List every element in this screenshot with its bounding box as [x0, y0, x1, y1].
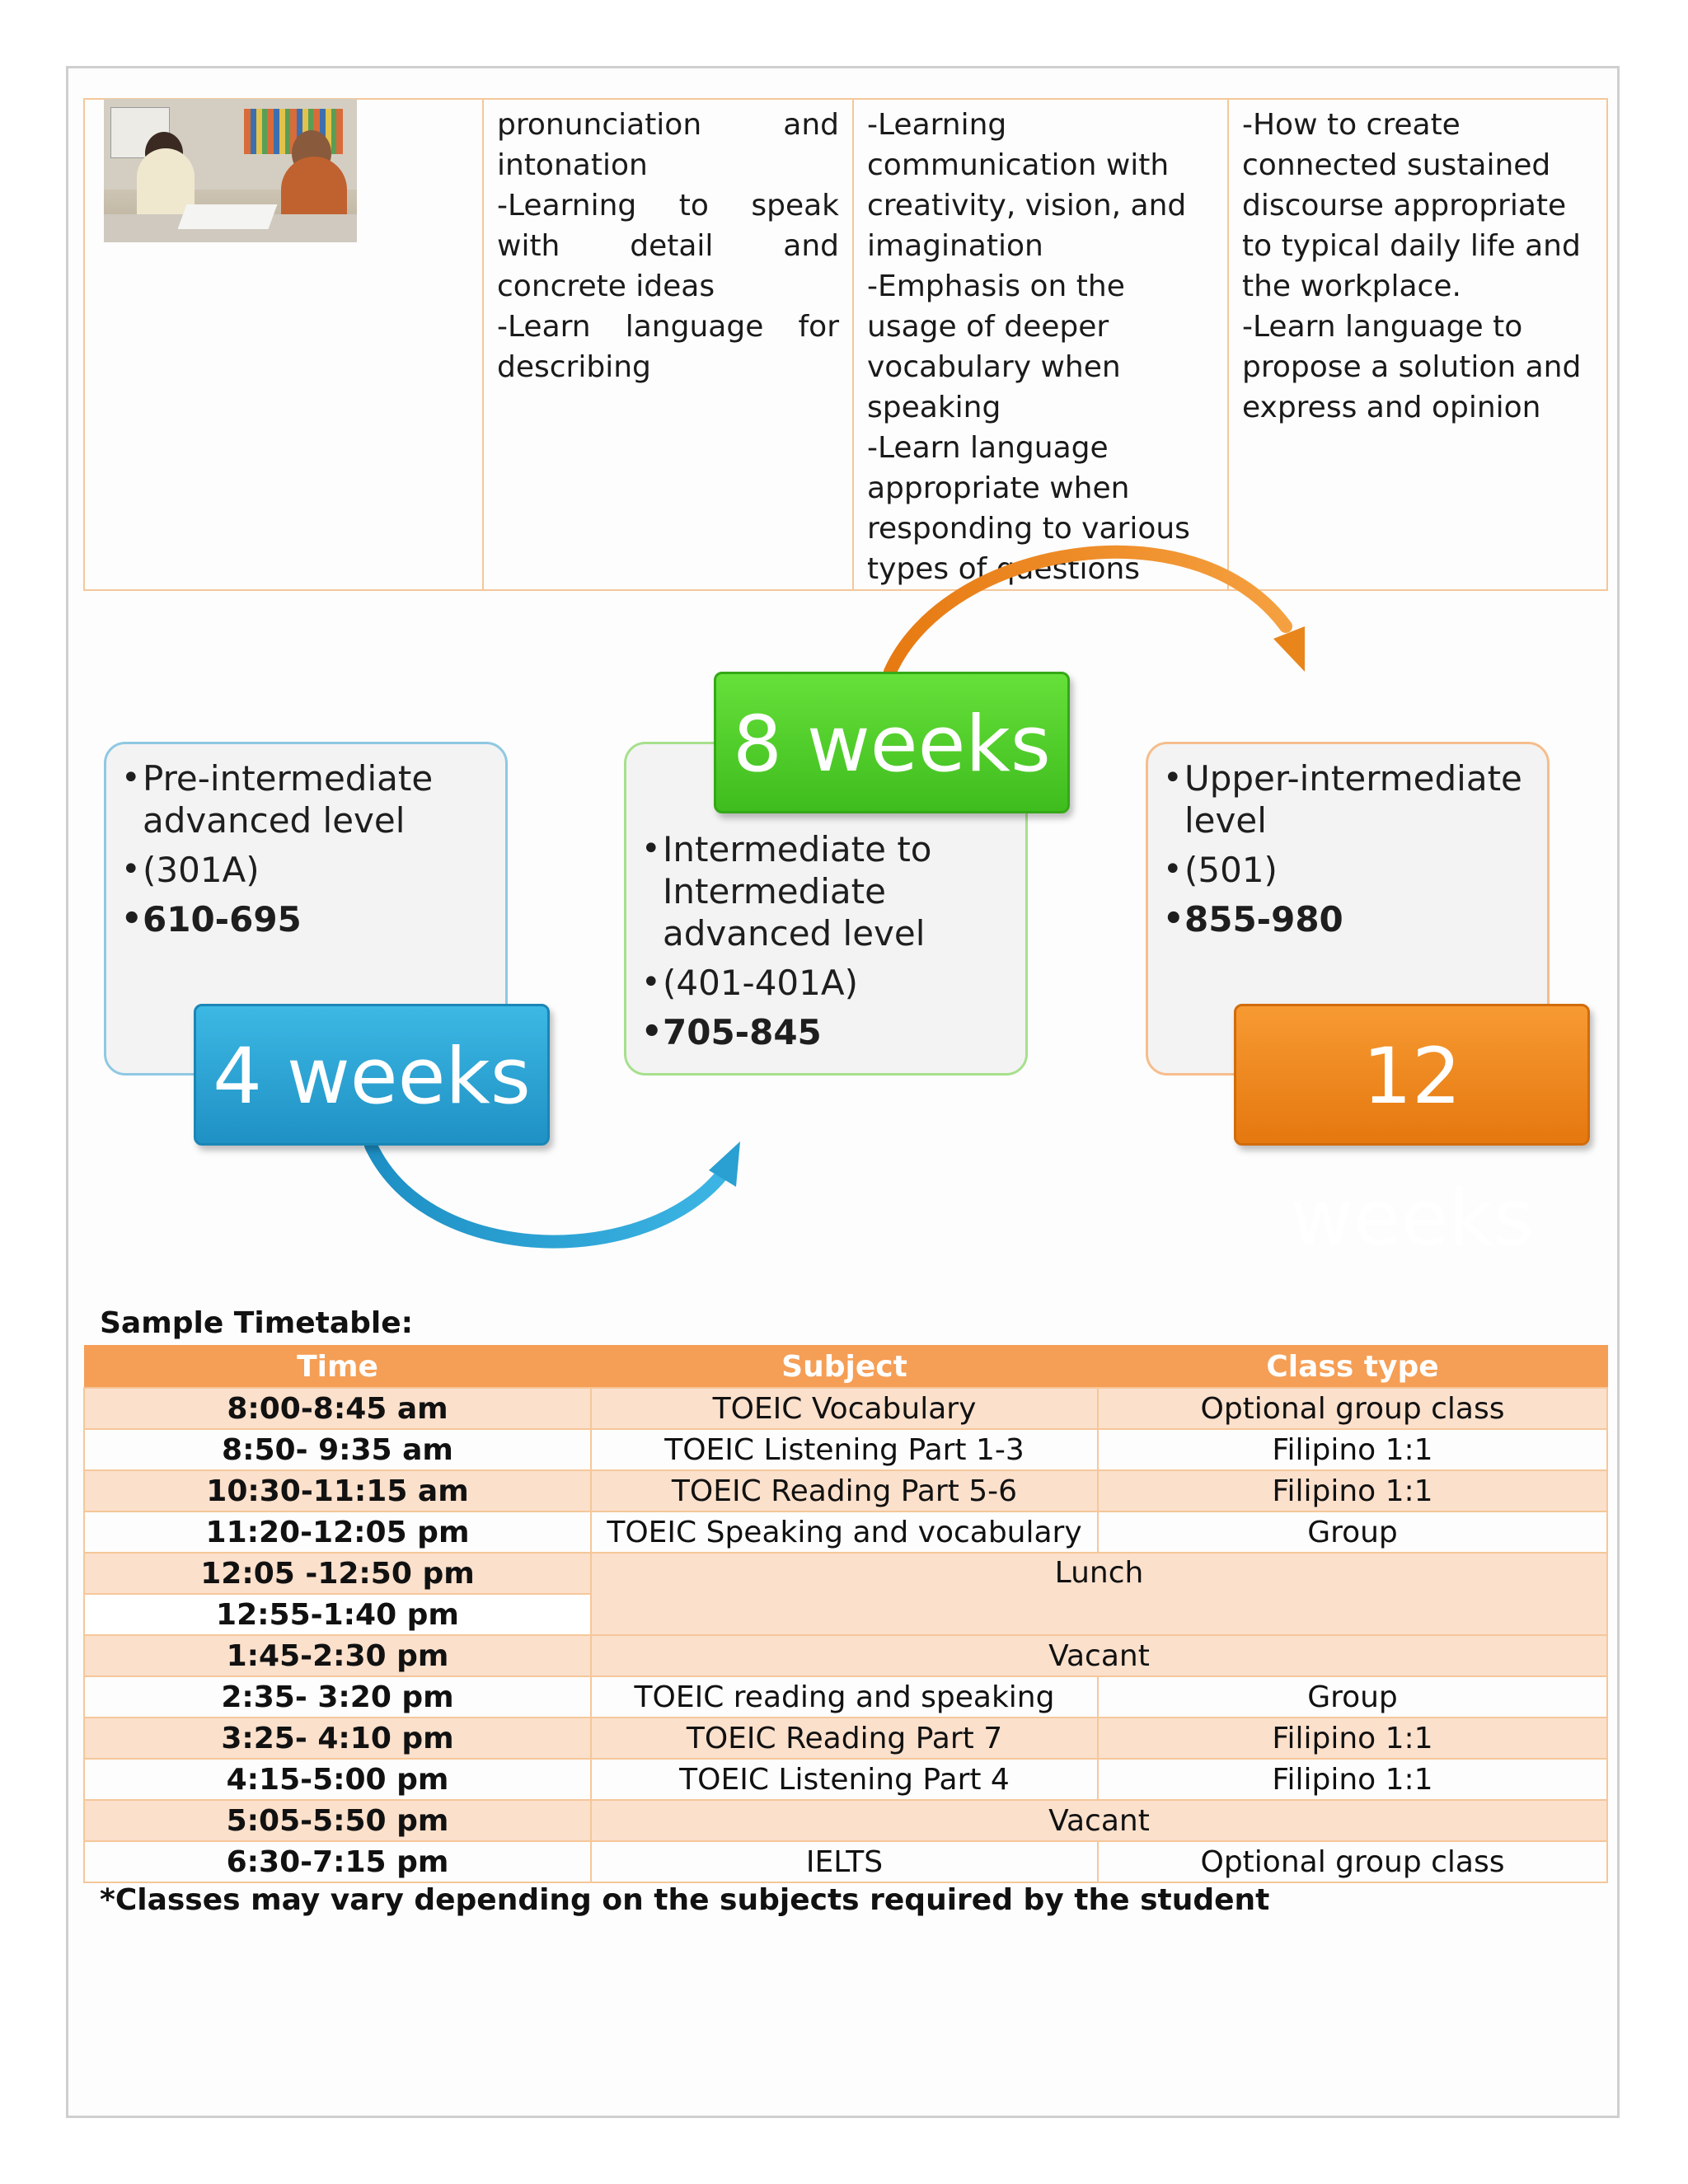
- time-cell: 1:45-2:30 pm: [84, 1635, 591, 1676]
- blue-arrow: [371, 1141, 740, 1242]
- table-row: 8:50- 9:35 am TOEIC Listening Part 1-3 F…: [84, 1429, 1607, 1470]
- time-cell: 5:05-5:50 pm: [84, 1800, 591, 1841]
- time-cell: 2:35- 3:20 pm: [84, 1676, 591, 1718]
- stage-item: Upper-intermediate level: [1160, 757, 1536, 841]
- stage-item: (501): [1160, 849, 1536, 891]
- merged-cell: Vacant: [591, 1800, 1607, 1841]
- merged-cell: Vacant: [591, 1635, 1607, 1676]
- stage-item: 610-695: [118, 898, 494, 940]
- timetable-note: *Classes may vary depending on the subje…: [100, 1883, 1269, 1917]
- time-cell: 11:20-12:05 pm: [84, 1511, 591, 1553]
- class-type-cell: Filipino 1:1: [1098, 1718, 1607, 1759]
- duration-label-3: 12 weeks: [1234, 1004, 1590, 1146]
- subject-cell: TOEIC Reading Part 7: [591, 1718, 1098, 1759]
- subject-cell: TOEIC reading and speaking: [591, 1676, 1098, 1718]
- stage-item: (401-401A): [638, 962, 1014, 1004]
- column-header: Class type: [1098, 1346, 1607, 1389]
- class-type-cell: Filipino 1:1: [1098, 1429, 1607, 1470]
- stage-item: Pre-intermediate advanced level: [118, 757, 494, 841]
- merged-cell: Lunch: [591, 1553, 1607, 1635]
- column-header: Subject: [591, 1346, 1098, 1389]
- orange-arrow: [890, 552, 1305, 672]
- subject-cell: TOEIC Reading Part 5-6: [591, 1470, 1098, 1511]
- table-row: 8:00-8:45 am TOEIC Vocabulary Optional g…: [84, 1388, 1607, 1429]
- class-type-cell: Group: [1098, 1511, 1607, 1553]
- stage-item: (301A): [118, 849, 494, 891]
- timetable-header-row: Time Subject Class type: [84, 1346, 1607, 1389]
- table-row: 6:30-7:15 pm IELTS Optional group class: [84, 1841, 1607, 1882]
- table-row: 4:15-5:00 pm TOEIC Listening Part 4 Fili…: [84, 1759, 1607, 1800]
- column-header: Time: [84, 1346, 591, 1389]
- table-row: 1:45-2:30 pm Vacant: [84, 1635, 1607, 1676]
- table-row: 5:05-5:50 pm Vacant: [84, 1800, 1607, 1841]
- class-type-cell: Optional group class: [1098, 1388, 1607, 1429]
- table-row: 10:30-11:15 am TOEIC Reading Part 5-6 Fi…: [84, 1470, 1607, 1511]
- class-type-cell: Optional group class: [1098, 1841, 1607, 1882]
- stage-item: Intermediate to Intermediate advanced le…: [638, 828, 1014, 954]
- stage-item: 705-845: [638, 1011, 1014, 1053]
- table-row: 12:05 -12:50 pm Lunch: [84, 1553, 1607, 1594]
- timetable: Time Subject Class type 8:00-8:45 am TOE…: [83, 1345, 1608, 1883]
- subject-cell: TOEIC Speaking and vocabulary: [591, 1511, 1098, 1553]
- time-cell: 6:30-7:15 pm: [84, 1841, 591, 1882]
- subject-cell: TOEIC Listening Part 1-3: [591, 1429, 1098, 1470]
- duration-label-1: 4 weeks: [194, 1004, 550, 1146]
- time-cell: 3:25- 4:10 pm: [84, 1718, 591, 1759]
- subject-cell: TOEIC Vocabulary: [591, 1388, 1098, 1429]
- table-row: 3:25- 4:10 pm TOEIC Reading Part 7 Filip…: [84, 1718, 1607, 1759]
- duration-label-2: 8 weeks: [714, 672, 1070, 813]
- class-type-cell: Filipino 1:1: [1098, 1470, 1607, 1511]
- subject-cell: IELTS: [591, 1841, 1098, 1882]
- stage-item: 855-980: [1160, 898, 1536, 940]
- class-type-cell: Group: [1098, 1676, 1607, 1718]
- table-row: 11:20-12:05 pm TOEIC Speaking and vocabu…: [84, 1511, 1607, 1553]
- subject-cell: TOEIC Listening Part 4: [591, 1759, 1098, 1800]
- timetable-title: Sample Timetable:: [100, 1306, 413, 1340]
- time-cell: 4:15-5:00 pm: [84, 1759, 591, 1800]
- time-cell: 8:00-8:45 am: [84, 1388, 591, 1429]
- time-cell: 10:30-11:15 am: [84, 1470, 591, 1511]
- class-type-cell: Filipino 1:1: [1098, 1759, 1607, 1800]
- time-cell: 12:55-1:40 pm: [84, 1594, 591, 1635]
- table-row: 2:35- 3:20 pm TOEIC reading and speaking…: [84, 1676, 1607, 1718]
- time-cell: 8:50- 9:35 am: [84, 1429, 591, 1470]
- time-cell: 12:05 -12:50 pm: [84, 1553, 591, 1594]
